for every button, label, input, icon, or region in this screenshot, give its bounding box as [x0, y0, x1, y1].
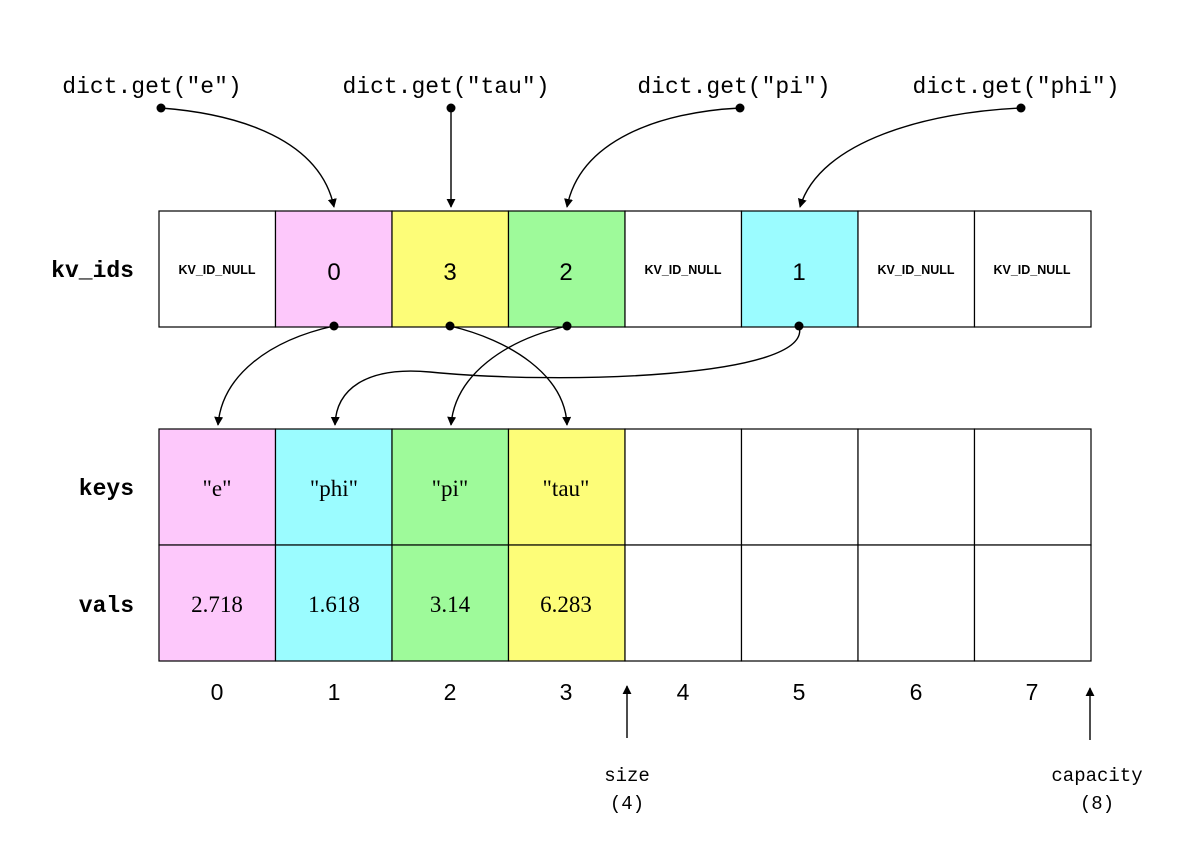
vals-value-0: 2.718: [191, 592, 243, 617]
kv-ids-value-0: KV_ID_NULL: [178, 263, 255, 277]
query-label-phi: dict.get("phi"): [912, 74, 1119, 100]
kv-ids-cell-1: [274, 210, 393, 328]
query-phi-arrow: [798, 107, 1022, 208]
kv-ids-cell-6: [857, 210, 976, 328]
kv-ids-cell-2: [391, 210, 510, 328]
vals-cell-0: [158, 544, 277, 662]
size-marker: size (4): [604, 685, 650, 815]
index-label-3: 3: [560, 679, 573, 705]
vals-value-1: 1.618: [308, 592, 360, 617]
kv-ids-value-3: 2: [559, 259, 572, 286]
kv-ids-row: KV_ID_NULL 0 3 2 KV_ID_NULL 1 KV_ID_NULL…: [158, 210, 1092, 328]
query-label-e: dict.get("e"): [62, 74, 241, 100]
kv-ids-value-2: 3: [443, 259, 456, 286]
kv-ids-value-5: 1: [792, 259, 805, 286]
id-3-arrow: [449, 325, 572, 426]
keys-value-1: "phi": [310, 476, 358, 501]
keys-value-0: "e": [203, 476, 232, 501]
index-labels: 0 1 2 3 4 5 6 7: [211, 679, 1039, 705]
keys-value-3: "tau": [543, 476, 590, 501]
query-e-arrow: [160, 107, 337, 208]
vals-cell-7: [973, 544, 1092, 662]
query-pi-arrow: [564, 107, 741, 208]
keys-value-2: "pi": [432, 476, 469, 501]
kv-ids-cell-5: [740, 210, 859, 328]
vals-cell-6: [857, 544, 976, 662]
vals-value-3: 6.283: [540, 592, 592, 617]
index-label-6: 6: [910, 679, 923, 705]
kv-ids-cell-7: [973, 210, 1092, 328]
keys-row: "e" "phi" "pi" "tau": [158, 428, 1092, 546]
kv-ids-cell-4: [624, 210, 743, 328]
query-label-pi: dict.get("pi"): [637, 74, 830, 100]
id-0-arrow: [214, 325, 335, 426]
size-label: size: [604, 765, 650, 787]
vals-cell-4: [624, 544, 743, 662]
kv-ids-value-7: KV_ID_NULL: [993, 263, 1070, 277]
keys-cell-7: [973, 428, 1092, 546]
keys-cell-6: [857, 428, 976, 546]
vals-row: 2.718 1.618 3.14 6.283: [158, 544, 1092, 662]
row-label-kv-ids: kv_ids: [51, 258, 134, 284]
capacity-marker: capacity (8): [1051, 687, 1143, 815]
index-label-7: 7: [1026, 679, 1039, 705]
capacity-value: (8): [1080, 793, 1114, 815]
index-arrows: [214, 321, 804, 426]
capacity-label: capacity: [1051, 765, 1142, 787]
vals-cell-5: [740, 544, 859, 662]
id-1-arrow: [330, 325, 801, 426]
size-value: (4): [610, 793, 644, 815]
row-label-vals: vals: [79, 593, 134, 619]
kv-ids-value-1: 0: [327, 259, 340, 286]
index-label-1: 1: [328, 679, 341, 705]
kv-ids-value-6: KV_ID_NULL: [877, 263, 954, 277]
row-label-keys: keys: [79, 476, 134, 502]
kv-ids-cell-3: [507, 210, 626, 328]
index-label-0: 0: [211, 679, 224, 705]
index-label-5: 5: [793, 679, 806, 705]
query-arrows: [156, 103, 1026, 208]
index-label-4: 4: [677, 679, 690, 705]
keys-cell-1: [274, 428, 393, 546]
id-2-arrow: [447, 325, 568, 426]
vals-cell-3: [507, 544, 626, 662]
vals-value-2: 3.14: [430, 592, 471, 617]
kv-ids-value-4: KV_ID_NULL: [644, 263, 721, 277]
query-label-tau: dict.get("tau"): [342, 74, 549, 100]
vals-cell-2: [391, 544, 510, 662]
keys-cell-5: [740, 428, 859, 546]
keys-cell-4: [624, 428, 743, 546]
kv-ids-cell-0: [158, 210, 277, 328]
keys-cell-3: [507, 428, 626, 546]
vals-cell-1: [274, 544, 393, 662]
index-label-2: 2: [444, 679, 457, 705]
